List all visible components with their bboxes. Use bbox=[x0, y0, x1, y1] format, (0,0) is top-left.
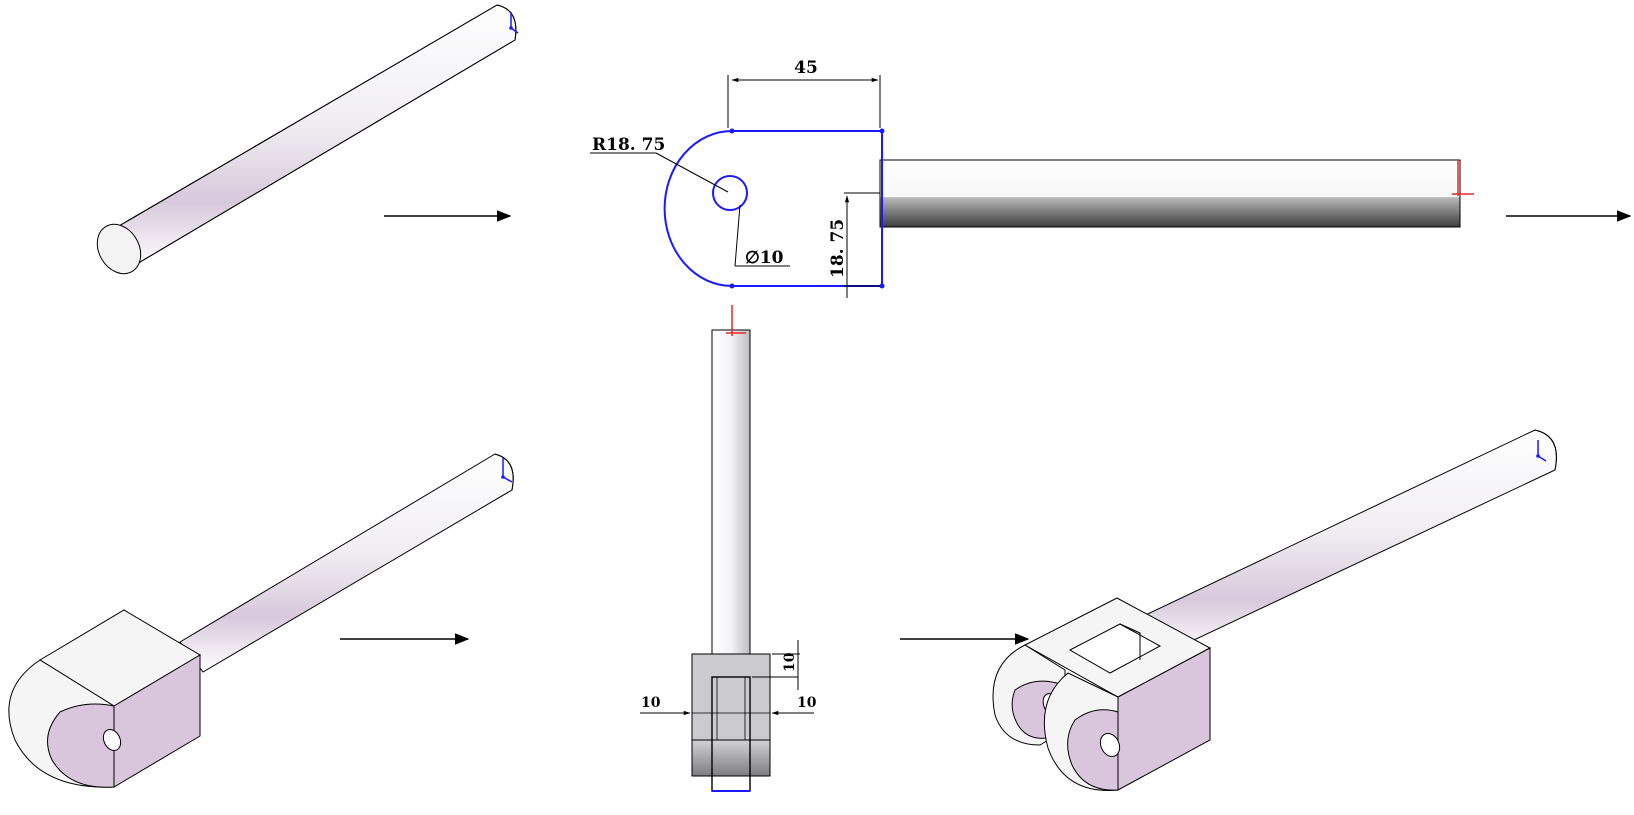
dim-radius: R18. 75 bbox=[592, 135, 665, 155]
origin-triad-icon bbox=[726, 305, 746, 336]
sketch-hole bbox=[712, 175, 748, 211]
origin-triad-icon bbox=[1452, 160, 1474, 196]
step4-front-view: 10 10 10 bbox=[640, 305, 817, 792]
origin-triad-icon bbox=[509, 12, 519, 34]
clevis-front-tine-face bbox=[1067, 709, 1119, 791]
step3-rod-with-block bbox=[8, 453, 514, 788]
clevis-slot bbox=[1068, 623, 1162, 674]
dim-hole-diameter: ∅10 bbox=[745, 248, 784, 268]
step2-sketch-view: 45 R18. 75 ∅10 18. 75 bbox=[590, 58, 1474, 298]
block-hole bbox=[102, 728, 122, 752]
step5-finished-clevis bbox=[992, 429, 1557, 791]
block-rounded-face bbox=[47, 703, 115, 788]
clevis-hole-front bbox=[1099, 732, 1121, 758]
sketch-profile bbox=[663, 130, 883, 287]
step1-cylinder bbox=[96, 4, 519, 275]
origin-triad-icon bbox=[1536, 440, 1547, 462]
cylinder-end-face bbox=[96, 223, 142, 275]
block-front-view bbox=[691, 653, 771, 741]
dim-width-45: 45 bbox=[794, 58, 818, 78]
origin-triad-icon bbox=[501, 458, 513, 483]
dim-wall-left: 10 bbox=[641, 695, 661, 711]
rod-front-view bbox=[711, 329, 751, 656]
rod-side-view bbox=[879, 159, 1461, 228]
dim-wall-right: 10 bbox=[797, 695, 817, 711]
dim-slot-depth: 10 bbox=[782, 652, 798, 672]
dim-height: 18. 75 bbox=[828, 219, 848, 278]
